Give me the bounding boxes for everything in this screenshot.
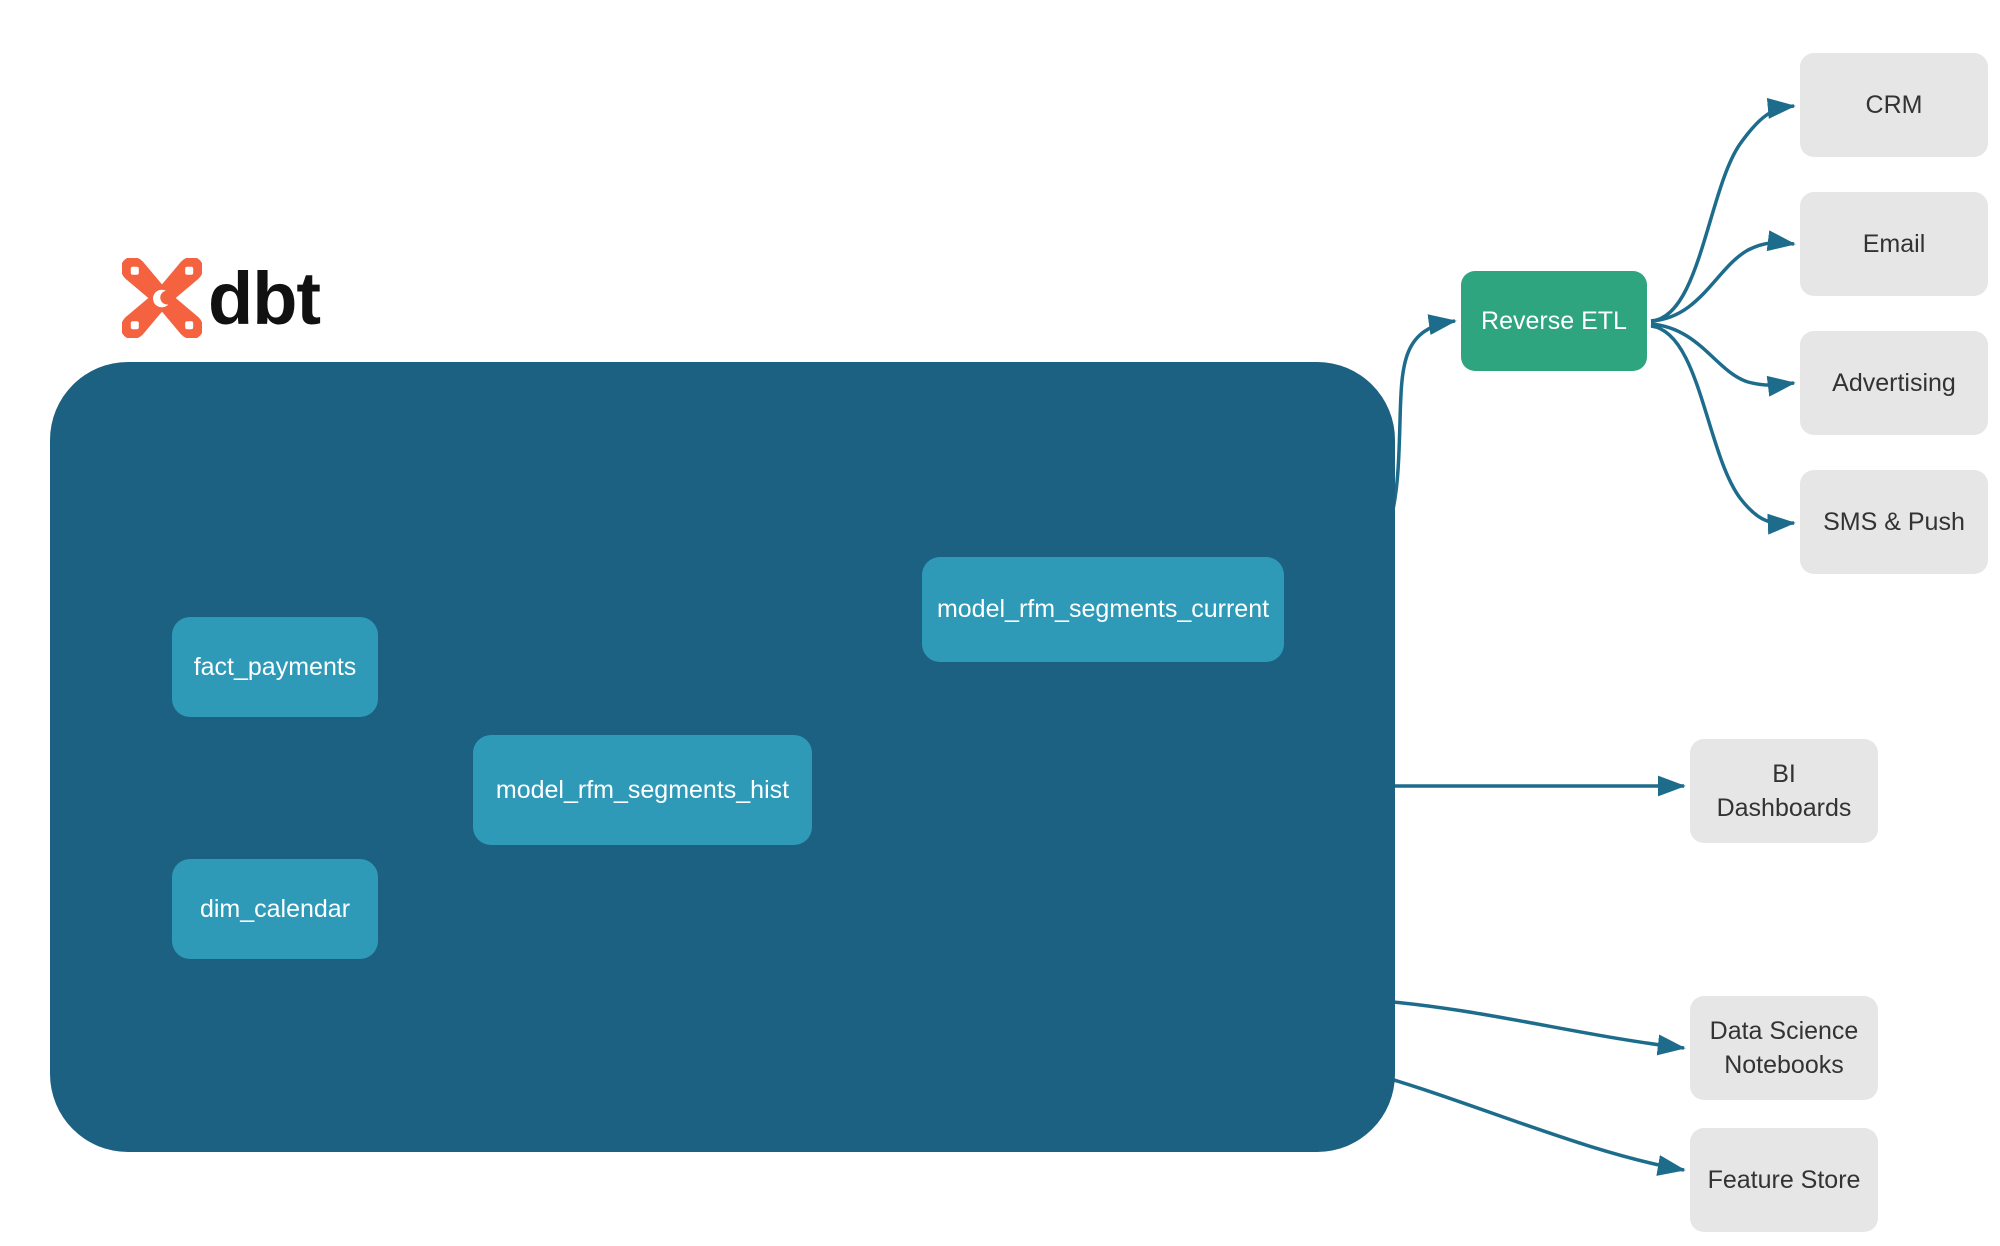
edge-container-to-ds-notebooks — [1369, 998, 1686, 1056]
dbt-logo-icon — [122, 258, 202, 338]
edge-reverse-etl-to-advertising — [1650, 322, 1796, 397]
model-node-fact-payments[interactable]: fact_payments — [172, 617, 378, 717]
model-node-rfm-segments-current[interactable]: model_rfm_segments_current — [922, 557, 1284, 662]
edge-reverse-etl-to-crm — [1650, 97, 1796, 323]
destination-card-advertising[interactable]: Advertising — [1800, 331, 1988, 435]
edge-reverse-etl-to-email — [1650, 230, 1796, 323]
destination-card-feature-store[interactable]: Feature Store — [1690, 1128, 1878, 1232]
model-node-dim-calendar[interactable]: dim_calendar — [172, 859, 378, 959]
destination-card-crm[interactable]: CRM — [1800, 53, 1988, 157]
reverse-etl-node[interactable]: Reverse ETL — [1461, 271, 1647, 371]
dbt-wordmark: dbt — [208, 257, 321, 340]
destination-card-email[interactable]: Email — [1800, 192, 1988, 296]
edge-reverse-etl-to-sms-push — [1650, 324, 1796, 535]
destination-card-ds-notebooks[interactable]: Data Science Notebooks — [1690, 996, 1878, 1100]
destination-card-sms-push[interactable]: SMS & Push — [1800, 470, 1988, 574]
model-node-rfm-segments-hist[interactable]: model_rfm_segments_hist — [473, 735, 812, 845]
edge-container-to-feature-store — [1351, 1066, 1686, 1176]
destination-card-bi-dashboards[interactable]: BI Dashboards — [1690, 739, 1878, 843]
